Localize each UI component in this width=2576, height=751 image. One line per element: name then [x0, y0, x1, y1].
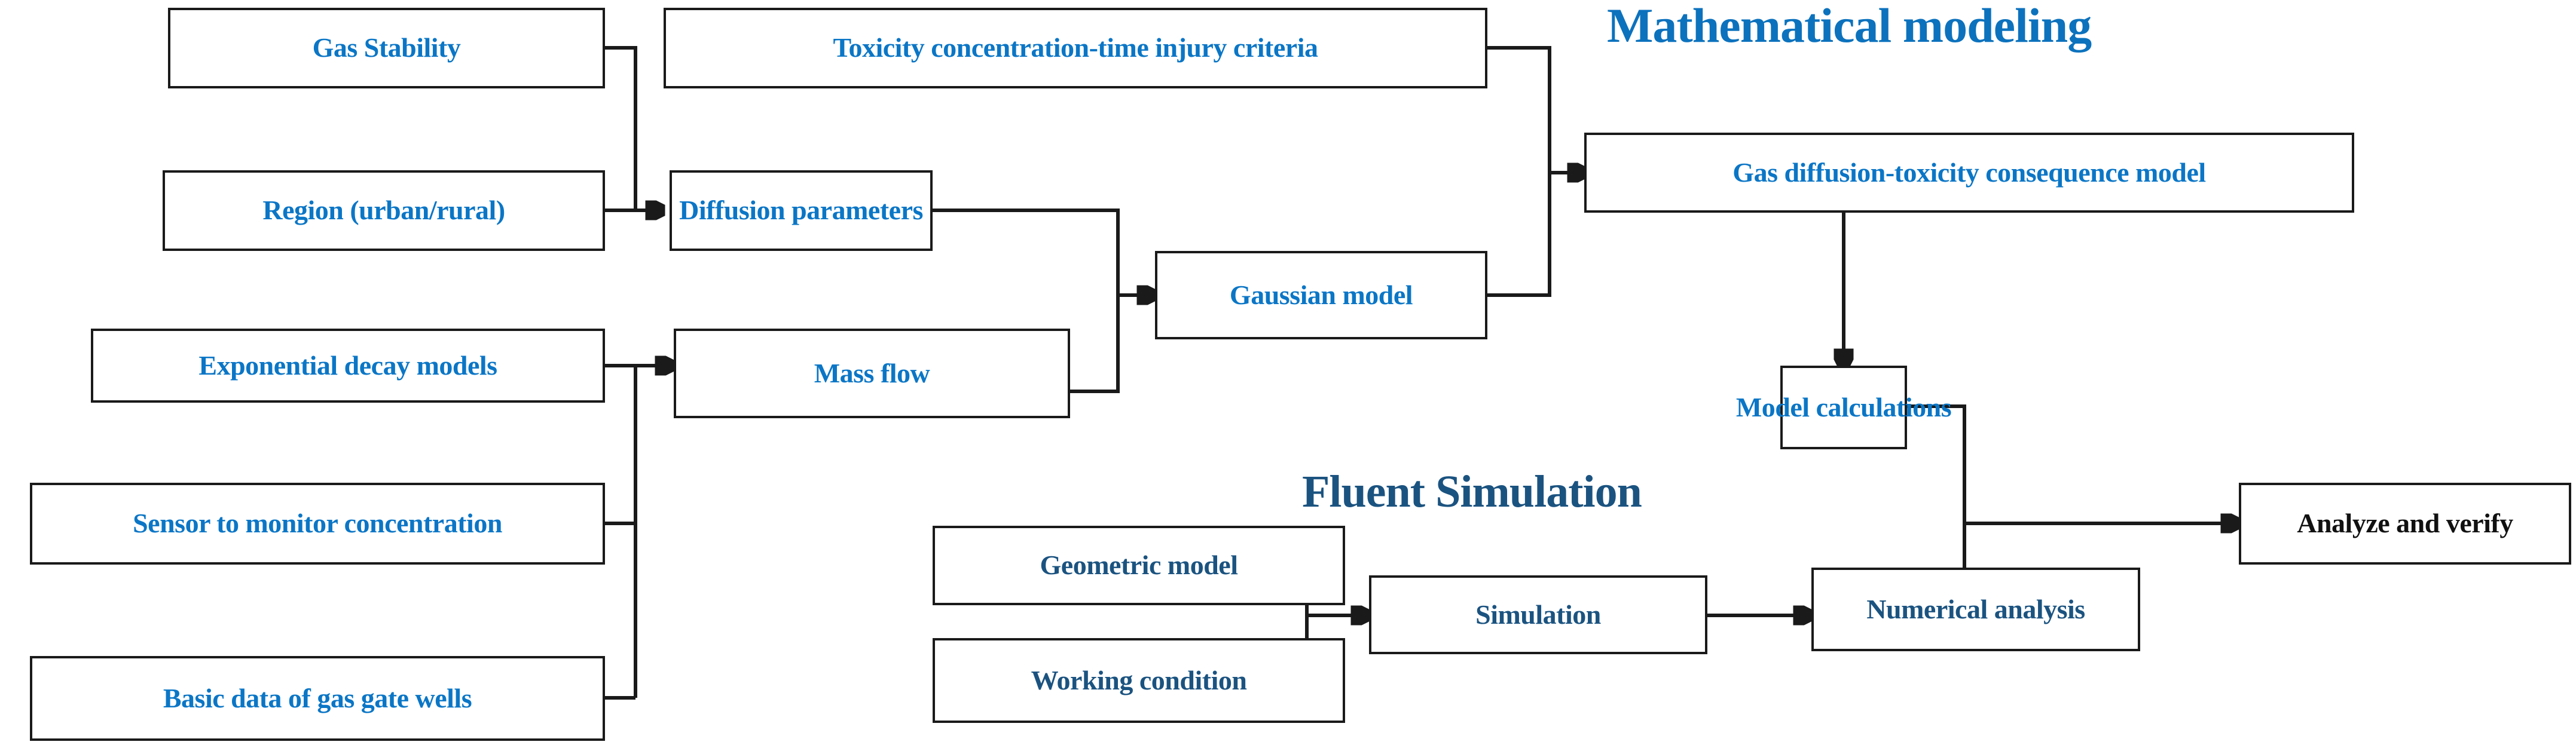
node-basic-data-of-gas-gate-wells[interactable]: Basic data of gas gate wells	[30, 656, 605, 741]
node-toxicity-criteria[interactable]: Toxicity concentration-time injury crite…	[664, 8, 1487, 88]
node-exponential-decay-models[interactable]: Exponential decay models	[91, 329, 605, 403]
node-mass-flow[interactable]: Mass flow	[674, 329, 1070, 418]
edge-diffusion-to-gaussian	[933, 209, 1120, 295]
node-geometric-model[interactable]: Geometric model	[933, 526, 1345, 605]
node-sensor-to-monitor-concentration[interactable]: Sensor to monitor concentration	[30, 483, 605, 565]
node-model-calculations[interactable]: Model calculations	[1736, 366, 1952, 449]
edge-model-calculations-to-analyze	[1907, 404, 1966, 523]
node-analyze-and-verify[interactable]: Analyze and verify	[2239, 483, 2571, 565]
edge-gaussian-to-gas-diffusion	[1487, 173, 1551, 297]
edge-mass-flow-to-gaussian	[1070, 295, 1120, 393]
section-title-mathematical-modeling: Mathematical modeling	[1607, 0, 2092, 53]
node-numerical-analysis[interactable]: Numerical analysis	[1811, 568, 2140, 651]
node-working-condition[interactable]: Working condition	[933, 638, 1345, 723]
node-simulation[interactable]: Simulation	[1369, 575, 1707, 654]
node-diffusion-parameters[interactable]: Diffusion parameters	[670, 170, 933, 251]
edge-toxicity-to-gas-diffusion	[1487, 46, 1551, 173]
node-gas-stability[interactable]: Gas Stability	[168, 8, 605, 88]
node-region[interactable]: Region (urban/rural)	[163, 170, 605, 251]
section-title-fluent-simulation: Fluent Simulation	[1302, 467, 1642, 517]
node-gas-diffusion-model[interactable]: Gas diffusion-toxicity consequence model	[1584, 133, 2354, 213]
edge-gas-stability-to-diffusion	[605, 46, 637, 210]
node-gaussian-model[interactable]: Gaussian model	[1155, 251, 1487, 339]
